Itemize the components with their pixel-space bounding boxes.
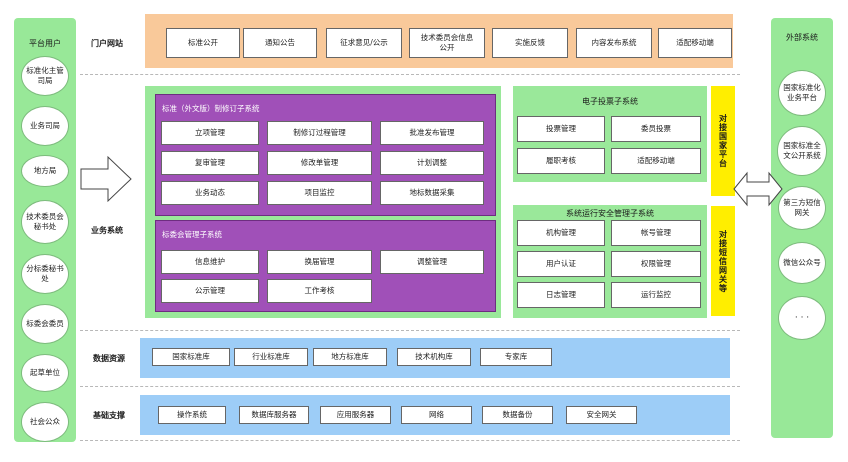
infra-item-backup: 数据备份 — [482, 406, 553, 424]
external-systems-column: 外部系统 国家标准化业务平台 国家标准全文公开系统 第三方短信网关 微信公众号 … — [771, 18, 833, 438]
external-link-arrow — [733, 171, 783, 207]
committee-subsystem: 标委会管理子系统 信息维护 换届管理 调整管理 公示管理 工作考核 — [155, 220, 496, 312]
portal-label: 门户网站 — [91, 39, 123, 48]
platform-users-title: 平台用户 — [29, 39, 61, 48]
external-systems-title: 外部系统 — [786, 33, 818, 42]
security-item-ops: 运行监控 — [611, 282, 701, 308]
data-resources-band: 国家标准库 行业标准库 地方标准库 技术机构库 专家库 — [140, 338, 730, 378]
drafting-item-monitor: 项目监控 — [267, 181, 372, 205]
user-business-dept: 业务司局 — [21, 106, 69, 146]
infra-item-app-server: 应用服务器 — [320, 406, 391, 424]
ext-national-platform: 国家标准化业务平台 — [778, 70, 826, 116]
drafting-item-local-data: 地标数据采集 — [380, 181, 484, 205]
infra-item-db-server: 数据库服务器 — [239, 406, 309, 424]
committee-subsystem-title: 标委会管理子系统 — [162, 230, 222, 239]
security-item-auth: 用户认证 — [517, 251, 605, 277]
drafting-item-approval: 批准发布管理 — [380, 121, 484, 145]
portal-item-mobile: 适配移动端 — [658, 28, 732, 58]
user-standardization-dept: 标准化主管司局 — [21, 56, 69, 96]
user-drafting-unit: 起草单位 — [21, 354, 69, 392]
committee-item-assessment: 工作考核 — [267, 279, 372, 303]
voting-subsystem: 电子投票子系统 投票管理 委员投票 履职考核 适配移动端 — [513, 86, 707, 182]
data-item-tech-org: 技术机构库 — [397, 348, 471, 366]
user-subcommittee-secretariat: 分标委秘书处 — [21, 254, 69, 294]
ext-more: · · · — [778, 296, 826, 340]
security-item-permission: 权限管理 — [611, 251, 701, 277]
users-to-system-arrow — [80, 155, 132, 203]
committee-item-adjust: 调整管理 — [380, 250, 484, 274]
voting-item-manage: 投票管理 — [517, 116, 605, 142]
separator-1 — [80, 74, 740, 75]
separator-2 — [80, 330, 740, 331]
business-label: 业务系统 — [91, 226, 123, 235]
data-item-industry: 行业标准库 — [234, 348, 308, 366]
security-item-org: 机构管理 — [517, 220, 605, 246]
connector-national-platform: 对接国家平台 — [711, 86, 735, 196]
drafting-item-news: 业务动态 — [161, 181, 259, 205]
portal-item-cms: 内容发布系统 — [576, 28, 652, 58]
voting-item-duty: 履职考核 — [517, 148, 605, 174]
data-item-local: 地方标准库 — [313, 348, 387, 366]
committee-item-reelection: 换届管理 — [267, 250, 372, 274]
portal-item-committee-info: 技术委员会信息公开 — [409, 28, 485, 58]
portal-item-feedback: 实施反馈 — [492, 28, 568, 58]
data-label: 数据资源 — [93, 354, 125, 363]
voting-item-mobile: 适配移动端 — [611, 148, 701, 174]
infra-item-network: 网络 — [401, 406, 472, 424]
user-committee-member: 标委会委员 — [21, 304, 69, 344]
drafting-item-process: 制修订过程管理 — [267, 121, 372, 145]
infrastructure-band: 操作系统 数据库服务器 应用服务器 网络 数据备份 安全网关 — [140, 395, 730, 435]
security-subsystem-title: 系统运行安全管理子系统 — [566, 209, 654, 218]
voting-item-member-vote: 委员投票 — [611, 116, 701, 142]
separator-4 — [80, 440, 740, 441]
committee-item-info: 信息维护 — [161, 250, 259, 274]
drafting-subsystem-title: 标准（外文版）制修订子系统 — [162, 104, 260, 113]
security-item-log: 日志管理 — [517, 282, 605, 308]
platform-users-column: 平台用户 标准化主管司局 业务司局 地方局 技术委员会秘书处 分标委秘书处 标委… — [14, 18, 76, 442]
ext-wechat: 微信公众号 — [778, 242, 826, 284]
drafting-item-plan: 计划调整 — [380, 151, 484, 175]
portal-item-notices: 通知公告 — [243, 28, 317, 58]
portal-item-comments: 征求意见/公示 — [326, 28, 402, 58]
security-item-account: 帐号管理 — [611, 220, 701, 246]
portal-band: 标准公开 通知公告 征求意见/公示 技术委员会信息公开 实施反馈 内容发布系统 … — [145, 14, 733, 68]
user-committee-secretariat: 技术委员会秘书处 — [21, 200, 69, 244]
portal-item-standard-publish: 标准公开 — [166, 28, 240, 58]
infra-item-security-gateway: 安全网关 — [566, 406, 637, 424]
committee-item-publicity: 公示管理 — [161, 279, 259, 303]
infra-label: 基础支撑 — [93, 411, 125, 420]
data-item-national: 国家标准库 — [152, 348, 230, 366]
drafting-item-project: 立项管理 — [161, 121, 259, 145]
user-public: 社会公众 — [21, 402, 69, 442]
security-subsystem: 系统运行安全管理子系统 机构管理 帐号管理 用户认证 权限管理 日志管理 运行监… — [513, 205, 707, 318]
infra-item-os: 操作系统 — [158, 406, 226, 424]
user-local-bureau: 地方局 — [21, 155, 69, 187]
drafting-item-review: 复审管理 — [161, 151, 259, 175]
voting-subsystem-title: 电子投票子系统 — [582, 97, 638, 106]
connector-sms-gateway: 对接短信网关等 — [711, 206, 735, 316]
drafting-item-amendment: 修改单管理 — [267, 151, 372, 175]
ext-fulltext-system: 国家标准全文公开系统 — [777, 126, 827, 176]
separator-3 — [80, 386, 740, 387]
ext-sms-gateway: 第三方短信网关 — [778, 186, 826, 230]
drafting-subsystem: 标准（外文版）制修订子系统 立项管理 制修订过程管理 批准发布管理 复审管理 修… — [155, 94, 496, 216]
data-item-experts: 专家库 — [480, 348, 552, 366]
